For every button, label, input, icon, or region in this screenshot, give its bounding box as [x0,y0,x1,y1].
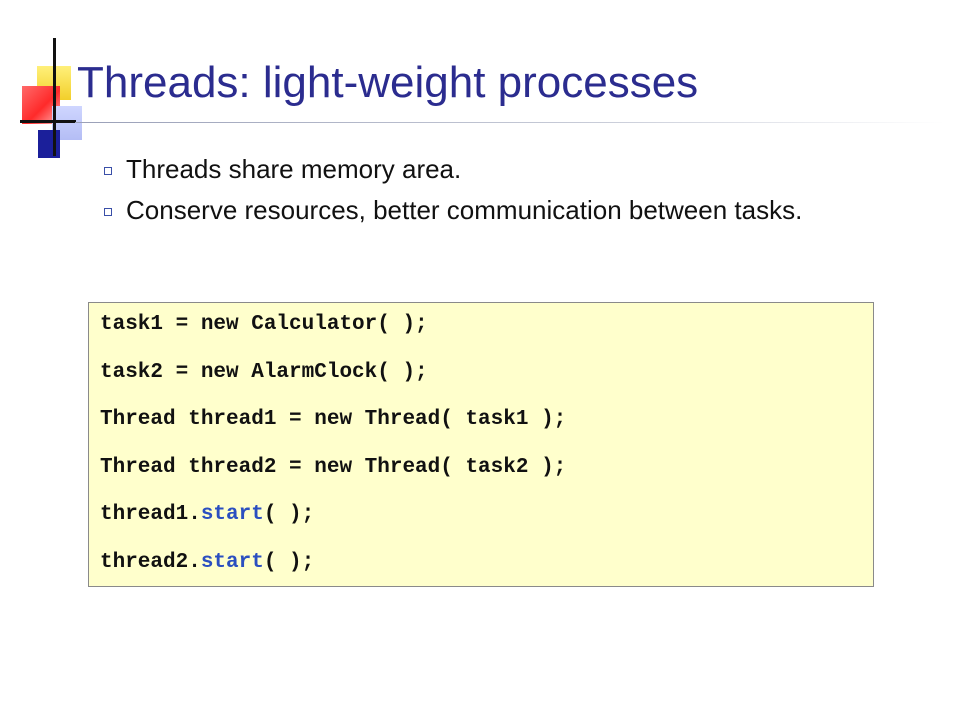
bullet-item: Threads share memory area. [104,153,884,186]
code-text: thread2. [100,550,201,574]
code-line: Thread thread2 = new Thread( task2 ); [100,456,873,480]
code-line: task2 = new AlarmClock( ); [100,361,873,385]
code-text: ( ); [263,550,315,574]
code-text: ( ); [263,503,315,526]
colored-squares-crosshair-logo-icon [0,0,120,170]
hollow-square-bullet-icon [104,208,112,216]
hollow-square-bullet-icon [104,167,112,175]
code-text: thread1. [100,503,201,526]
code-line: Thread thread1 = new Thread( task1 ); [100,408,873,432]
bullet-list: Threads share memory area. Conserve reso… [104,153,884,235]
code-method-name: start [200,503,264,526]
bullet-item: Conserve resources, better communication… [104,194,884,227]
bullet-text: Threads share memory area. [126,154,462,184]
code-text: task1 = new Calculator( ); [100,313,428,336]
code-line: task1 = new Calculator( ); [100,313,873,337]
code-line: thread2.start( ); [100,551,873,575]
code-method-name: start [200,550,264,574]
logo-vertical-line [53,38,56,156]
code-text: Thread thread2 = new Thread( task2 ); [100,455,567,479]
code-block: task1 = new Calculator( ); task2 = new A… [88,302,874,587]
bullet-text: Conserve resources, better communication… [126,195,803,225]
code-line: thread1.start( ); [100,503,873,527]
logo-dark-blue-square [38,130,60,158]
code-text: Thread thread1 = new Thread( task1 ); [100,408,567,431]
title-divider [75,122,945,123]
logo-horizontal-line [20,120,76,123]
code-text: task2 = new AlarmClock( ); [100,360,428,384]
slide-title: Threads: light-weight processes [77,58,699,107]
